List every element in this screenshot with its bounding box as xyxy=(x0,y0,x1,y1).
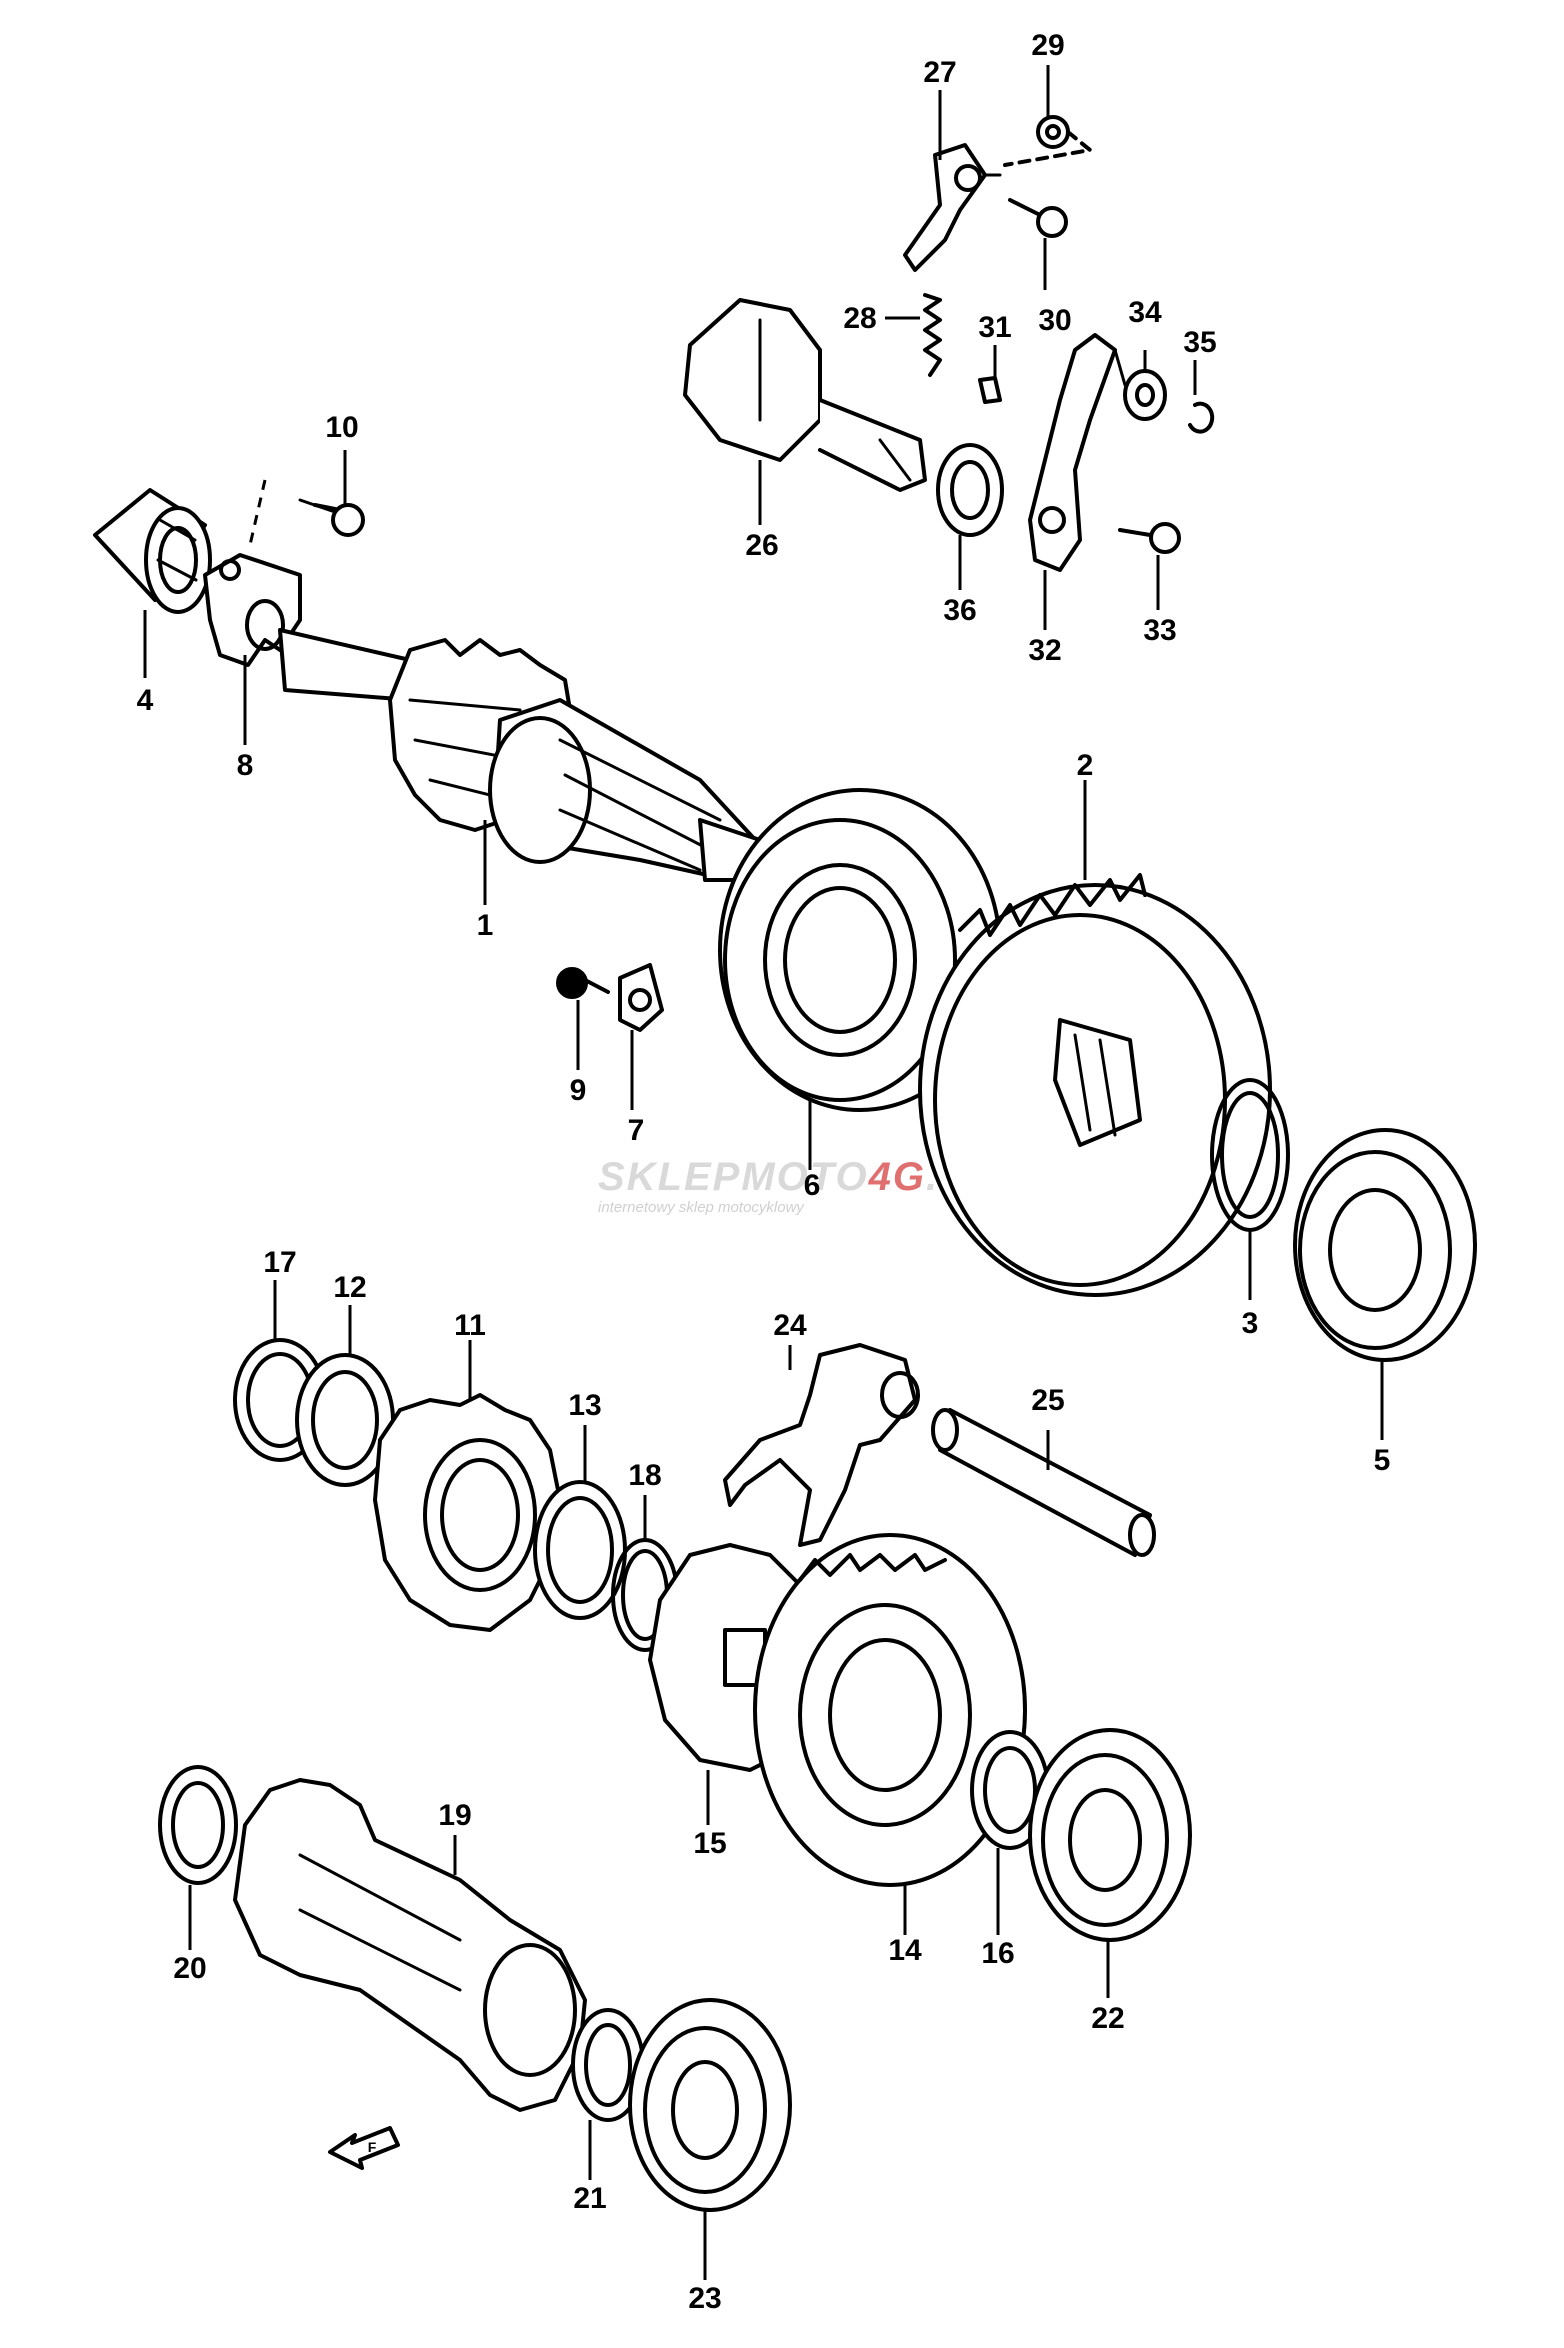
callout-31: 31 xyxy=(978,311,1011,344)
callout-labels: 1 2 3 4 5 6 7 8 9 10 11 12 13 14 15 16 1… xyxy=(137,29,1391,2315)
part-8-bearing-retainer xyxy=(203,553,302,667)
callout-1: 1 xyxy=(477,909,494,942)
part-32-shift-lever xyxy=(1028,333,1127,572)
callout-8: 8 xyxy=(237,749,254,782)
callout-7: 7 xyxy=(628,1114,645,1147)
part-30-bolt xyxy=(1008,198,1068,238)
callout-2: 2 xyxy=(1077,749,1094,782)
part-13-washer xyxy=(533,1480,627,1620)
callout-10: 10 xyxy=(325,411,358,444)
part-10-screw xyxy=(298,498,365,537)
direction-arrow-label: F xyxy=(368,2139,377,2155)
callout-28: 28 xyxy=(843,302,876,335)
callout-29: 29 xyxy=(1031,29,1064,62)
part-24-shift-fork xyxy=(723,1343,920,1547)
callout-36: 36 xyxy=(943,594,976,627)
callout-11: 11 xyxy=(454,1309,486,1342)
watermark-tagline: internetowy sklep motocyklowy xyxy=(598,1199,805,1216)
part-28-spring xyxy=(923,293,942,377)
part-36-oil-seal xyxy=(936,443,1004,537)
part-34-washer xyxy=(1123,369,1167,421)
callout-14: 14 xyxy=(888,1934,922,1967)
callout-17: 17 xyxy=(263,1246,296,1279)
callout-32: 32 xyxy=(1028,634,1061,667)
callout-3: 3 xyxy=(1242,1307,1259,1340)
callout-9: 9 xyxy=(570,1074,587,1107)
part-27-shift-pawl xyxy=(903,143,1002,272)
part-20-washer xyxy=(158,1765,238,1885)
callout-24: 24 xyxy=(773,1309,807,1342)
part-12-bushing xyxy=(295,1353,395,1487)
callout-33: 33 xyxy=(1143,614,1176,647)
part-14-gear xyxy=(753,1533,1027,1887)
callout-18: 18 xyxy=(628,1459,661,1492)
part-35-circlip xyxy=(1188,401,1215,434)
watermark-brand: SKLEPMOTO4G.PL xyxy=(598,1155,994,1199)
callout-26: 26 xyxy=(745,529,778,562)
callout-34: 34 xyxy=(1128,296,1162,329)
part-4-needle-bearing xyxy=(93,488,212,614)
part-22-ball-bearing xyxy=(1028,1728,1192,1942)
callout-16: 16 xyxy=(981,1937,1014,1970)
callout-5: 5 xyxy=(1374,1444,1391,1477)
part-23-ball-bearing xyxy=(628,1998,792,2212)
part-33-bolt xyxy=(1118,522,1181,554)
dash-10-8 xyxy=(248,479,267,546)
callout-30: 30 xyxy=(1038,304,1071,337)
callout-22: 22 xyxy=(1091,2002,1124,2035)
part-7-lock-washer xyxy=(618,963,664,1032)
callout-20: 20 xyxy=(173,1952,206,1985)
callout-27: 27 xyxy=(923,56,956,89)
callout-25: 25 xyxy=(1031,1384,1064,1417)
part-26-gearshift-shaft xyxy=(683,298,927,492)
callout-23: 23 xyxy=(688,2282,721,2315)
callout-35: 35 xyxy=(1183,326,1216,359)
callout-13: 13 xyxy=(568,1389,601,1422)
part-1-countershaft xyxy=(278,628,767,882)
callout-15: 15 xyxy=(693,1827,726,1860)
part-19-driveshaft xyxy=(233,1778,587,2112)
part-31-pin xyxy=(978,376,1002,404)
part-9-bolt xyxy=(556,967,610,999)
watermark: SKLEPMOTO4G.PL internetowy sklep motocyk… xyxy=(598,1155,994,1216)
part-25-fork-shaft xyxy=(931,1408,1156,1557)
forward-direction-arrow-icon: F xyxy=(328,2126,400,2170)
part-21-washer xyxy=(571,2008,645,2122)
callout-6: 6 xyxy=(804,1169,821,1202)
part-29-washer xyxy=(1003,115,1092,167)
part-11-gear xyxy=(373,1393,562,1632)
part-5-ball-bearing xyxy=(1293,1128,1477,1362)
callout-4: 4 xyxy=(137,684,154,717)
callout-12: 12 xyxy=(333,1271,366,1304)
part-2-large-gear xyxy=(918,873,1272,1297)
callout-19: 19 xyxy=(438,1799,471,1832)
callout-21: 21 xyxy=(573,2182,606,2215)
leader-lines xyxy=(143,65,1384,2280)
